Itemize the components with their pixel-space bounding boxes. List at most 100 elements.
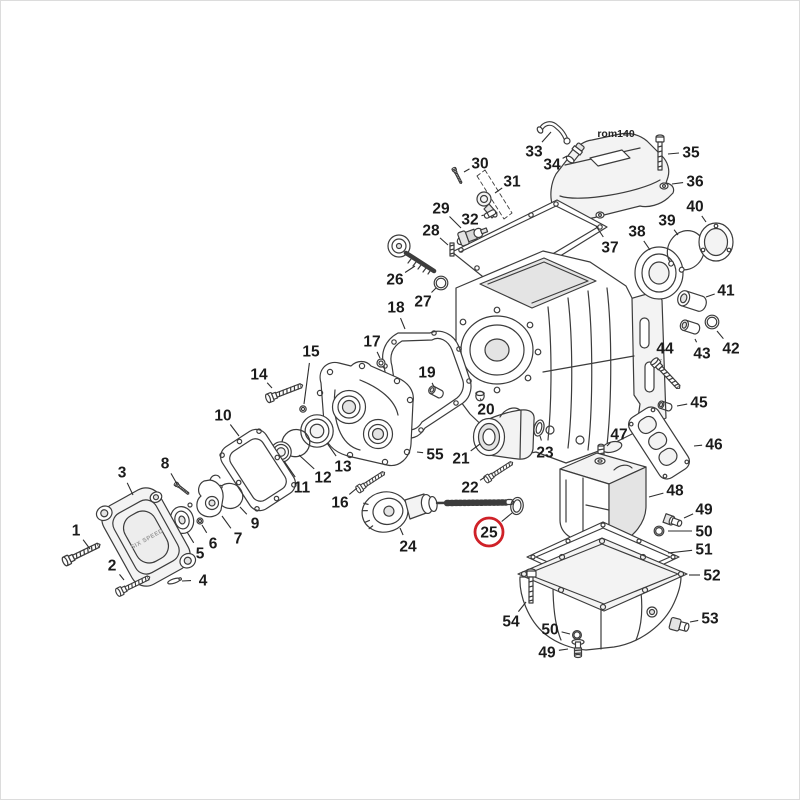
part-number: 6 bbox=[209, 535, 218, 552]
part-label-38: 38 bbox=[628, 223, 651, 251]
part-number: 50 bbox=[541, 621, 558, 638]
part-label-29: 29 bbox=[432, 200, 462, 229]
part-label-6: 6 bbox=[201, 524, 218, 552]
part-label-37: 37 bbox=[595, 225, 619, 256]
oring-25-art bbox=[510, 496, 524, 516]
part-label-48: 48 bbox=[648, 482, 684, 499]
part-number: 17 bbox=[363, 333, 380, 350]
part-number: 51 bbox=[695, 541, 713, 558]
leader-line bbox=[404, 265, 416, 273]
part-label-25: 25 bbox=[473, 512, 513, 548]
stud-8-art bbox=[173, 481, 191, 497]
part-number: 46 bbox=[705, 436, 723, 453]
part-number: 28 bbox=[422, 222, 440, 239]
part-number: 49 bbox=[538, 644, 556, 661]
leader-line bbox=[303, 362, 310, 405]
leader-line bbox=[348, 487, 358, 495]
leader-line bbox=[683, 513, 694, 519]
part-number: 39 bbox=[658, 212, 676, 229]
part-label-32: 32 bbox=[461, 211, 485, 228]
part-number: 27 bbox=[414, 293, 431, 310]
part-number: 1 bbox=[72, 522, 81, 539]
part-label-51: 51 bbox=[667, 541, 713, 558]
part-label-39: 39 bbox=[658, 212, 679, 236]
bolt-1-art bbox=[60, 539, 103, 568]
bolt-30-art bbox=[451, 166, 464, 185]
part-number: 45 bbox=[690, 394, 708, 411]
part-number: 50 bbox=[695, 523, 712, 540]
cap-20-art bbox=[475, 390, 485, 402]
part-label-12: 12 bbox=[298, 454, 332, 486]
pin-32-art bbox=[483, 209, 497, 219]
leader-line bbox=[239, 506, 248, 515]
part-number: 5 bbox=[196, 545, 205, 562]
part-label-15: 15 bbox=[302, 343, 320, 405]
part-label-33: 33 bbox=[525, 131, 552, 160]
bolt-16-art bbox=[354, 468, 388, 495]
leader-line bbox=[517, 601, 527, 612]
leader-line bbox=[671, 182, 684, 185]
leader-line bbox=[82, 539, 91, 550]
leader-line bbox=[201, 524, 208, 534]
part-number: 7 bbox=[234, 530, 243, 547]
part-number: 3 bbox=[118, 464, 127, 481]
leader-line bbox=[705, 293, 715, 298]
part-number: 48 bbox=[666, 482, 684, 499]
leader-line bbox=[561, 631, 571, 635]
leader-line bbox=[416, 451, 424, 454]
part-number: 43 bbox=[693, 345, 711, 362]
part-label-46: 46 bbox=[693, 436, 723, 453]
part-label-10: 10 bbox=[214, 407, 240, 437]
bolt-22-art bbox=[482, 458, 516, 485]
vent-fitting-art bbox=[565, 142, 585, 164]
leader-line bbox=[326, 442, 337, 457]
leader-line bbox=[229, 424, 240, 437]
part-number: 52 bbox=[703, 567, 720, 584]
part-label-35: 35 bbox=[667, 144, 700, 161]
drain-plug-53-art bbox=[668, 616, 690, 632]
bolt-54-art bbox=[525, 568, 537, 604]
part-label-3: 3 bbox=[118, 464, 134, 496]
part-label-43: 43 bbox=[693, 338, 711, 362]
leader-line bbox=[479, 476, 486, 481]
part-number: 34 bbox=[543, 156, 561, 173]
part-label-42: 42 bbox=[716, 330, 740, 357]
figure-code: rom140 bbox=[597, 128, 635, 140]
part-label-44: 44 bbox=[656, 340, 674, 361]
part-number: 19 bbox=[418, 364, 436, 381]
part-label-36: 36 bbox=[671, 173, 704, 190]
leader-line bbox=[562, 155, 568, 159]
leader-line bbox=[399, 527, 404, 536]
leader-line bbox=[667, 549, 693, 554]
leader-line bbox=[479, 398, 482, 401]
part-number: 32 bbox=[461, 211, 478, 228]
part-number: 30 bbox=[471, 155, 488, 172]
ring-6-art bbox=[196, 517, 204, 525]
part-label-45: 45 bbox=[676, 394, 708, 411]
part-label-16: 16 bbox=[331, 487, 358, 511]
part-number: 15 bbox=[302, 343, 320, 360]
part-number: 31 bbox=[503, 173, 521, 190]
part-number: 41 bbox=[717, 282, 735, 299]
leader-line bbox=[449, 216, 462, 229]
part-label-17: 17 bbox=[363, 333, 381, 359]
leader-line bbox=[186, 531, 195, 544]
part-label-26: 26 bbox=[386, 265, 416, 288]
part-label-9: 9 bbox=[239, 506, 260, 532]
leader-line bbox=[126, 482, 134, 496]
leader-line bbox=[399, 317, 406, 330]
oil-pan-52-art bbox=[517, 537, 688, 651]
part-number: 8 bbox=[161, 455, 170, 472]
part-number: 20 bbox=[477, 401, 494, 418]
gasket-10-art bbox=[219, 428, 297, 512]
leader-line bbox=[701, 215, 707, 223]
part-label-27: 27 bbox=[414, 287, 437, 310]
part-number: 38 bbox=[628, 223, 646, 240]
leader-line bbox=[643, 240, 651, 251]
part-label-55: 55 bbox=[416, 446, 444, 463]
output-housing-21-art bbox=[472, 407, 535, 460]
dipstick-24-art bbox=[361, 491, 515, 533]
leader-line bbox=[539, 435, 542, 441]
leader-line bbox=[694, 338, 698, 343]
